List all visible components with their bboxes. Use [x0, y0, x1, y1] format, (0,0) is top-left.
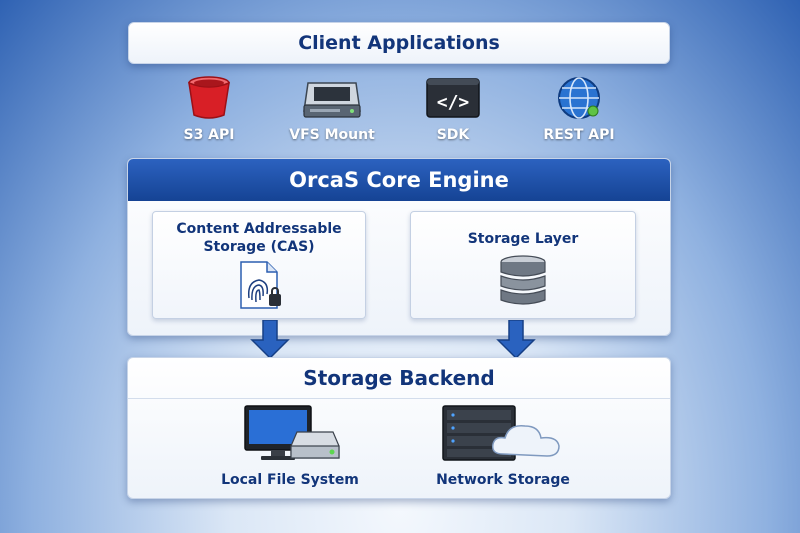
- database-icon: [500, 255, 546, 305]
- drive-icon: [303, 82, 361, 118]
- core-engine-title: OrcaS Core Engine: [128, 159, 670, 201]
- client-item-rest-api[interactable]: REST API: [524, 75, 634, 143]
- arrow-down-icon: [250, 320, 290, 360]
- cas-title-line2: Storage (CAS): [203, 239, 315, 255]
- backend-item-network-storage[interactable]: Network Storage: [428, 404, 578, 488]
- client-item-sdk[interactable]: </> SDK: [398, 75, 508, 143]
- arrow-down-icon: [496, 320, 536, 360]
- bucket-icon: [188, 76, 230, 119]
- client-item-s3-api[interactable]: S3 API: [154, 75, 264, 143]
- storage-backend-panel: Storage Backend Local File System Networ…: [127, 357, 671, 499]
- client-applications-title: Client Applications: [298, 32, 500, 54]
- client-item-label: REST API: [543, 127, 615, 143]
- client-item-vfs-mount[interactable]: VFS Mount: [277, 75, 387, 143]
- globe-icon: [558, 77, 600, 119]
- code-icon: </>: [426, 78, 480, 118]
- backend-item-local-fs[interactable]: Local File System: [220, 404, 360, 488]
- desktop-drive-icon: [244, 405, 340, 460]
- client-item-label: VFS Mount: [289, 127, 375, 143]
- client-applications-bar: Client Applications: [128, 22, 670, 64]
- core-engine-panel: OrcaS Core Engine Content Addressable St…: [127, 158, 671, 336]
- storage-layer-title: Storage Layer: [467, 231, 579, 247]
- server-cloud-icon: [442, 405, 560, 461]
- svg-text:</>: </>: [437, 92, 470, 113]
- client-item-label: S3 API: [183, 127, 235, 143]
- storage-backend-title: Storage Backend: [128, 358, 670, 399]
- backend-item-label: Network Storage: [436, 472, 570, 488]
- storage-layer-box[interactable]: Storage Layer: [410, 211, 636, 319]
- fingerprint-document-icon: [240, 261, 281, 309]
- backend-item-label: Local File System: [221, 472, 359, 488]
- cas-title-line1: Content Addressable: [176, 221, 342, 237]
- cas-box[interactable]: Content Addressable Storage (CAS): [152, 211, 366, 319]
- client-item-label: SDK: [436, 127, 470, 143]
